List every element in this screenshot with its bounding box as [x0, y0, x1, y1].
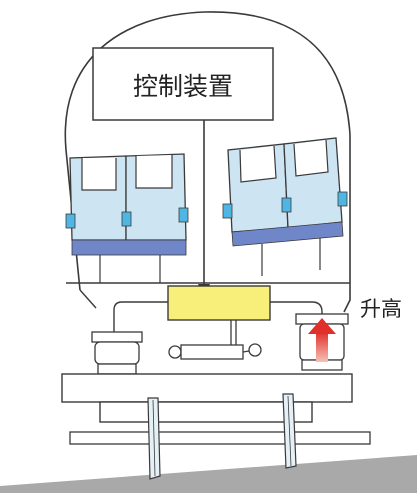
- tilt-actuator: [167, 285, 271, 321]
- seat-right-1-back: [239, 145, 277, 183]
- seat-left-base: [71, 239, 187, 256]
- raise-arrow-shaft: [316, 332, 328, 362]
- ground-slope: [0, 455, 417, 493]
- seat-right-armrest-1: [222, 203, 233, 219]
- seat-right-base: [231, 221, 344, 247]
- car-body-lower-left: [79, 289, 97, 309]
- left-air-spring-top: [91, 331, 143, 343]
- seat-left-2-back: [135, 155, 173, 189]
- left-wheel: [147, 397, 161, 480]
- up-arrow-icon: [308, 318, 336, 362]
- seat-left-armrest-2: [121, 211, 132, 227]
- damper-body: [180, 344, 244, 360]
- left-air-spring-bellows: [94, 341, 140, 365]
- right-wheel: [282, 393, 297, 469]
- axle: [69, 431, 371, 445]
- right-wheel-line: [287, 395, 292, 467]
- left-wheel-line: [152, 399, 156, 477]
- bogie-frame-top: [61, 373, 353, 403]
- left-air-spring: [91, 331, 143, 375]
- right-seat-group: [222, 137, 348, 276]
- raise-label: 升高: [360, 297, 402, 321]
- bogie-frame-bottom: [99, 401, 313, 423]
- damper-rod: [242, 350, 250, 353]
- air-pipe: [113, 301, 323, 340]
- seat-right-2-back: [293, 139, 329, 177]
- seat-left-armrest-3: [178, 207, 189, 223]
- seat-right-armrest-3: [337, 191, 348, 207]
- control-device-label: 控制装置: [133, 72, 233, 101]
- raise-arrow-head: [308, 318, 336, 334]
- pivot-right: [248, 343, 262, 357]
- seat-left-armrest-1: [65, 213, 76, 229]
- seat-right-armrest-2: [281, 197, 292, 213]
- left-air-spring-base: [97, 363, 137, 375]
- control-device-box: [92, 47, 274, 121]
- left-seat-group: [65, 153, 189, 283]
- seat-left-1-back: [81, 158, 117, 191]
- pivot-left: [168, 345, 182, 359]
